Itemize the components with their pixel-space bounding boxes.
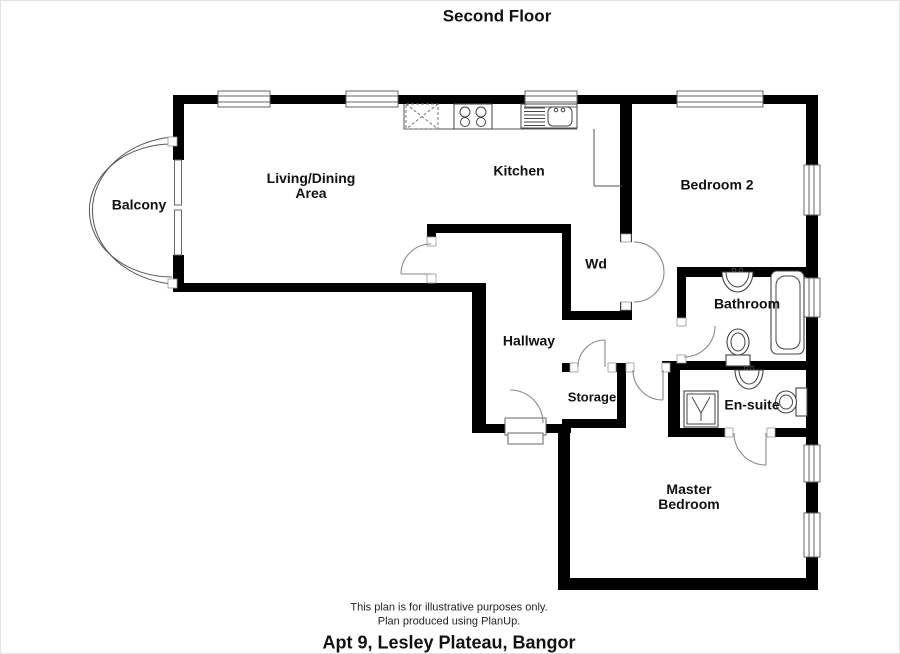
room-label-balcony: Balcony bbox=[111, 196, 167, 213]
room-label-storage: Storage bbox=[567, 389, 617, 405]
hob bbox=[453, 103, 493, 130]
room-label-bathroom: Bathroom bbox=[713, 295, 781, 312]
room-label-wd: Wd bbox=[585, 255, 607, 272]
bedroom2-double-door bbox=[633, 241, 665, 303]
door-jambs bbox=[426, 233, 776, 438]
room-label-master-bedroom: Master Bedroom bbox=[658, 481, 720, 512]
window bbox=[345, 90, 399, 108]
window bbox=[524, 90, 578, 108]
window bbox=[803, 277, 821, 318]
plan-address: Apt 9, Lesley Plateau, Bangor bbox=[322, 632, 576, 653]
ensuite-basin bbox=[734, 365, 764, 390]
windows bbox=[217, 90, 821, 558]
kitchen-unit bbox=[405, 103, 439, 130]
window bbox=[803, 444, 821, 483]
footer-disclaimer-1: This plan is for illustrative purposes o… bbox=[350, 601, 548, 614]
balcony-wall bbox=[88, 136, 178, 289]
window bbox=[803, 164, 821, 216]
shower bbox=[683, 390, 719, 428]
room-label-kitchen: Kitchen bbox=[493, 162, 545, 179]
bathtub bbox=[770, 270, 805, 355]
storage-door bbox=[577, 339, 606, 368]
ensuite-door bbox=[733, 432, 767, 466]
bathroom-toilet bbox=[725, 328, 751, 367]
bathroom-basin bbox=[721, 267, 754, 293]
room-label-bedroom2: Bedroom 2 bbox=[680, 176, 754, 193]
room-label-living-dining: Living/Dining Area bbox=[266, 170, 356, 201]
footer-disclaimer-2: Plan produced using PlanUp. bbox=[377, 615, 521, 628]
master-bedroom-door bbox=[632, 369, 664, 401]
window bbox=[676, 90, 764, 108]
bathroom-door bbox=[683, 325, 716, 358]
entrance-door bbox=[504, 389, 547, 445]
living-room-door bbox=[400, 243, 432, 275]
room-label-hallway: Hallway bbox=[502, 332, 556, 349]
balcony-door bbox=[174, 159, 182, 256]
window bbox=[803, 512, 821, 558]
room-label-ensuite: En-suite bbox=[724, 396, 780, 413]
ensuite-toilet bbox=[774, 387, 808, 417]
kitchen-sink bbox=[520, 103, 578, 129]
doors bbox=[400, 241, 767, 466]
window bbox=[217, 90, 271, 108]
plan-title: Second Floor bbox=[442, 6, 552, 26]
